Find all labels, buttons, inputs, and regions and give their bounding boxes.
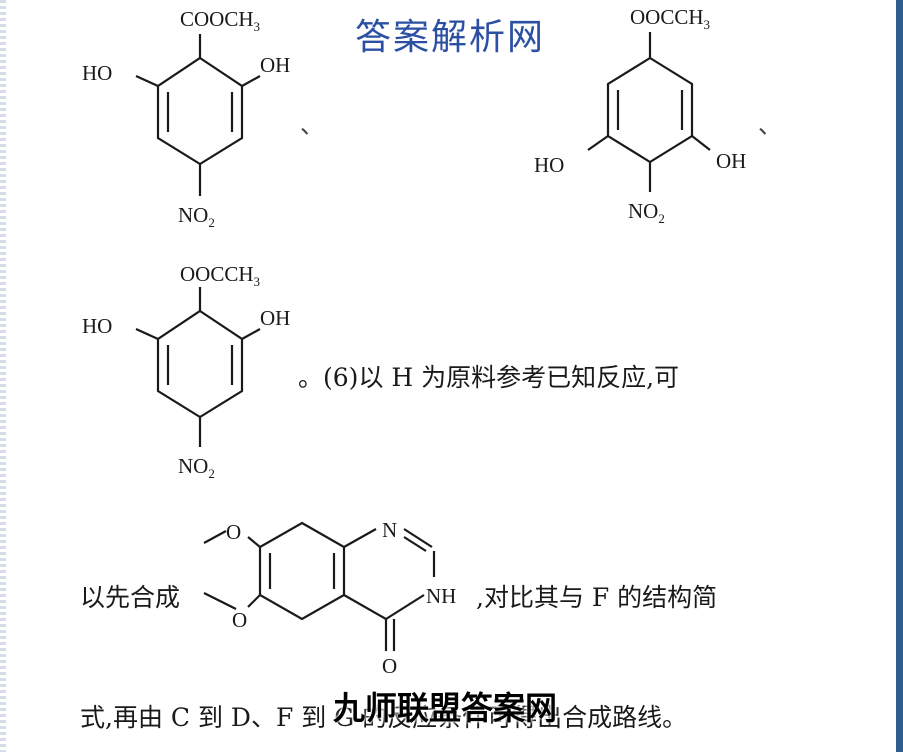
text-line-2-end: ,对比其与 F 的结构简 bbox=[476, 583, 718, 612]
s3-right-label: OH bbox=[260, 306, 290, 330]
text-line-2-start: 以先合成 bbox=[80, 583, 181, 612]
quinazolinone-nh-label: NH bbox=[426, 584, 456, 608]
structure-acetate-meta: OOCCH3 HO OH NO2 bbox=[82, 262, 290, 481]
text-line-3: 式,再由 C 到 D、F 到 G 的反应条件可得出合成路线。 bbox=[80, 703, 688, 732]
quinazolinone-lower-o-label: O bbox=[232, 608, 247, 632]
s2-top-label: OOCCH3 bbox=[630, 5, 710, 32]
s1-right-label: OH bbox=[260, 53, 290, 77]
right-edge-bar bbox=[896, 0, 903, 752]
separator-1: 、 bbox=[300, 111, 324, 139]
structure-methyl-ester: COOCH3 HO OH NO2 bbox=[82, 7, 290, 230]
s3-bottom-label: NO2 bbox=[178, 454, 215, 481]
s1-left-label: HO bbox=[82, 61, 112, 85]
s2-right-label: OH bbox=[716, 149, 746, 173]
quinazolinone-carbonyl-o-label: O bbox=[382, 654, 397, 678]
structure-quinazolinone: N NH O O O bbox=[203, 518, 456, 678]
text-line-1: 。(6)以 H 为原料参考已知反应,可 bbox=[298, 363, 680, 392]
structure-acetate-para-nitro: OOCCH3 HO OH NO2 bbox=[534, 5, 746, 226]
quinazolinone-n-label: N bbox=[382, 518, 397, 542]
s1-top-label: COOCH3 bbox=[180, 7, 260, 34]
s2-left-label: HO bbox=[534, 153, 564, 177]
s1-bottom-label: NO2 bbox=[178, 203, 215, 230]
quinazolinone-upper-o-label: O bbox=[226, 520, 241, 544]
separator-2: 、 bbox=[758, 111, 782, 139]
s2-bottom-label: NO2 bbox=[628, 199, 665, 226]
watermark-top: 答案解析网 bbox=[355, 17, 546, 58]
watermark-bottom: 九师联盟答案网 bbox=[333, 689, 558, 727]
s3-left-label: HO bbox=[82, 314, 112, 338]
left-edge-decoration bbox=[0, 0, 6, 752]
s3-top-label: OOCCH3 bbox=[180, 262, 260, 289]
